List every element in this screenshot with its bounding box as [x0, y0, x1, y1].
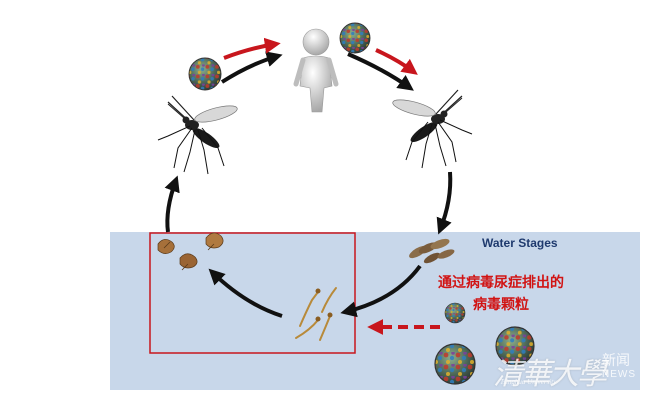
eggs-to-larvae-arrow — [340, 264, 422, 318]
watermark-channel: 新闻 — [602, 353, 630, 369]
excretion-note-line2: 病毒颗粒 — [473, 297, 529, 313]
transmission-arrow-to-human — [223, 37, 281, 60]
virus-particle-icon — [339, 22, 371, 54]
pupae-to-mosquito-arrow — [164, 175, 180, 233]
pupa-icon — [157, 232, 224, 271]
watermark-institution-en: Tsinghua University — [500, 378, 557, 386]
mosquito-icon — [157, 95, 240, 175]
watermark-institution: 清華大學 — [493, 357, 607, 392]
transmission-arrow-to-mosquito — [375, 48, 418, 75]
virus-particle-icon — [188, 57, 222, 91]
virus-to-human-arrow — [220, 51, 283, 84]
mosquito-to-eggs-arrow — [436, 171, 453, 235]
human-to-mosquito-arrow — [347, 52, 414, 91]
excretion-note-line1: 通过病毒尿症排出的 — [438, 275, 564, 291]
virus-particle-icon — [434, 343, 476, 385]
water-region — [110, 232, 640, 390]
watermark-channel-en: NEWS — [602, 369, 636, 380]
excretion-note: 通过病毒尿症排出的 病毒颗粒 — [416, 272, 586, 316]
egg-raft-icon — [409, 238, 455, 264]
mosquito-icon — [390, 89, 473, 169]
larva-icon — [295, 287, 337, 341]
aquatic-stages-box — [149, 232, 356, 354]
water-stages-title: Water Stages — [482, 236, 558, 250]
larvae-to-pupae-arrow — [208, 268, 283, 318]
human-figure-icon — [293, 28, 339, 113]
